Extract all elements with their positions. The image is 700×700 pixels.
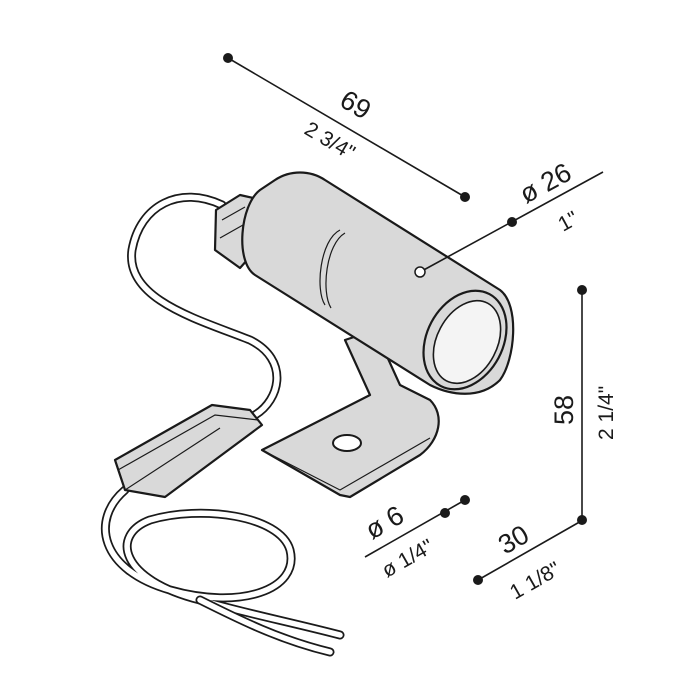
height-inch: 2 1/4" bbox=[595, 386, 618, 440]
base-mm: 30 bbox=[493, 519, 534, 560]
hole-mm: ø 6 bbox=[360, 500, 409, 545]
length-inch: 2 3/4" bbox=[300, 117, 358, 164]
diameter-dimension: ø 26 1" bbox=[414, 157, 604, 278]
hole-dimension: ø 6 ø 1/4" bbox=[360, 495, 470, 582]
lens bbox=[432, 299, 502, 385]
height-mm: 58 bbox=[549, 395, 579, 425]
height-dimension: 58 2 1/4" bbox=[549, 285, 618, 525]
power-cable bbox=[100, 192, 345, 657]
base-dimension: 30 1 1/8" bbox=[473, 519, 584, 605]
length-mm: 69 bbox=[335, 84, 376, 125]
diameter-mm: ø 26 bbox=[515, 157, 577, 209]
length-dimension: 69 2 3/4" bbox=[223, 53, 470, 202]
diameter-inch: 1" bbox=[554, 207, 582, 236]
base-inch: 1 1/8" bbox=[506, 558, 564, 605]
spotlight-body bbox=[213, 171, 515, 395]
mounting-hole bbox=[332, 434, 362, 452]
mounting-bracket bbox=[260, 328, 440, 499]
junction-box bbox=[113, 403, 264, 499]
hole-inch: ø 1/4" bbox=[378, 535, 437, 582]
